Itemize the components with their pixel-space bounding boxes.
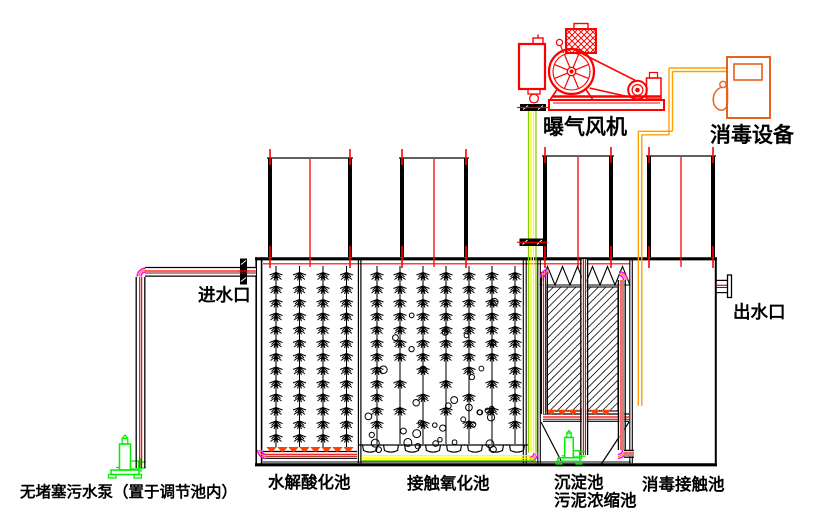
hydrolysis-tank: [256, 266, 357, 460]
pump-note-label: 无堵塞污水泵（置于调节池内）: [19, 482, 237, 501]
outlet-label: 出水口: [733, 302, 786, 322]
oxidation-tank-label: 接触氧化池: [407, 473, 490, 493]
blower-label: 曝气风机: [543, 115, 627, 139]
oxidation-tank: [359, 266, 528, 454]
top-access-boxes: [267, 147, 716, 268]
sedimentation-tank: [539, 259, 634, 465]
aeration-blower: [517, 22, 665, 111]
disinfection-equipment: [712, 56, 771, 119]
sewage-pump: [107, 433, 146, 479]
disinfection-equipment-label: 消毒设备: [710, 123, 795, 147]
dosing-pipe: [637, 67, 727, 406]
sedimentation-tank-label: 沉淀池: [554, 472, 604, 492]
air-pipe: [362, 111, 548, 463]
disinfection-tank-label: 消毒接触池: [642, 474, 725, 494]
sludge-thickening-label: 污泥浓缩池: [554, 490, 637, 510]
disinfection-tank: [716, 274, 733, 299]
hydrolysis-tank-label: 水解酸化池: [268, 472, 351, 492]
inlet-pipe: [135, 258, 256, 468]
main-tank: [255, 257, 717, 467]
inlet-label: 进水口: [198, 285, 251, 305]
